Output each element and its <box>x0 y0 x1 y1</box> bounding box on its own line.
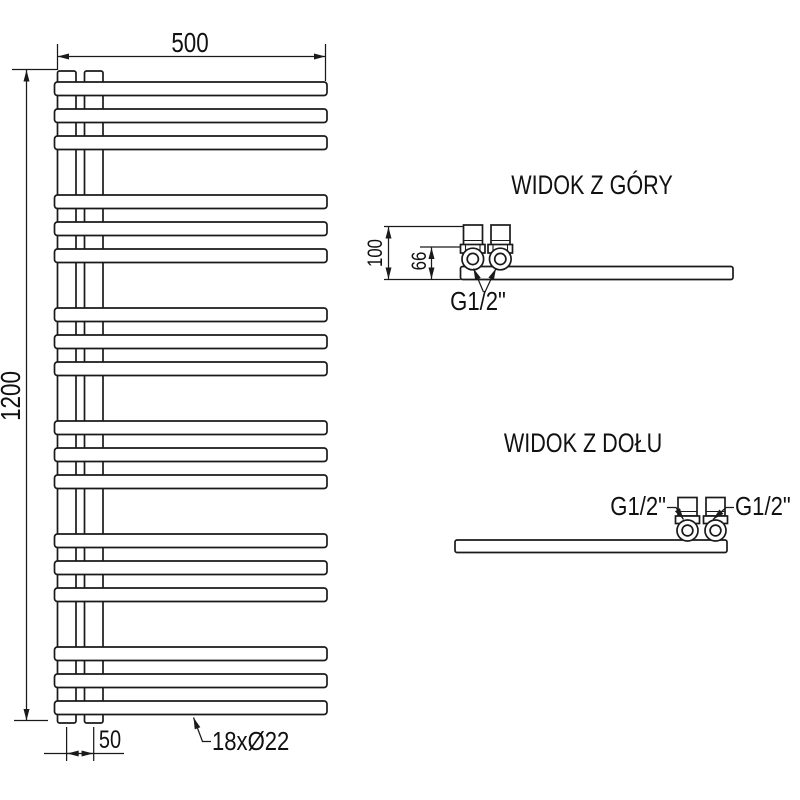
panel-top-view <box>459 265 734 281</box>
top-view-title: WIDOK Z GÓRY <box>511 171 673 201</box>
valve-connection <box>459 224 486 271</box>
thread-callout-left: G1/2" <box>610 492 685 521</box>
radiator-bar <box>53 194 328 210</box>
thread-label: G1/2" <box>450 287 506 316</box>
thread-callout: G1/2" <box>450 268 506 316</box>
bottom-view: WIDOK Z DOŁU G1/2" G1/2" <box>454 429 791 554</box>
radiator-bar <box>53 361 328 377</box>
tube-spec-callout: 18xØ22 <box>192 717 289 756</box>
collector-tube-left <box>56 70 77 724</box>
width-dimension: 500 <box>56 28 327 81</box>
valve-union-inner <box>466 252 480 266</box>
valve-pipe <box>677 496 698 517</box>
spacing-dimension-text: 50 <box>99 726 121 754</box>
leader-line <box>667 506 685 520</box>
height-dimension: 1200 <box>0 68 58 722</box>
radiator-bar <box>53 334 328 350</box>
radiator-bar <box>53 135 328 151</box>
depth-dimension-text: 100 <box>364 239 387 267</box>
radiator-bar <box>53 646 328 662</box>
radiator-bar <box>53 447 328 463</box>
valve-union-inner <box>493 252 507 266</box>
collector-tube-right <box>83 70 104 724</box>
offset-dimension: 66 <box>408 246 461 279</box>
radiator-bar <box>53 221 328 237</box>
radiator-bar <box>53 700 328 716</box>
valve-union-inner <box>681 524 694 537</box>
radiator-bar <box>53 108 328 124</box>
bottom-view-title: WIDOK Z DOŁU <box>504 429 662 459</box>
valve-pipe <box>462 224 484 246</box>
leader-line <box>192 717 211 743</box>
radiator-bar <box>53 587 328 603</box>
radiator-bars <box>53 81 328 716</box>
radiator-bar <box>53 533 328 549</box>
offset-dimension-text: 66 <box>408 252 431 271</box>
radiator-bar <box>53 673 328 689</box>
front-view: 500 1200 50 18xØ22 <box>0 28 328 761</box>
leader-line <box>484 268 497 293</box>
thread-callout-right: G1/2" <box>712 492 791 521</box>
valve-connection <box>702 496 729 542</box>
height-dimension-text: 1200 <box>0 371 27 421</box>
panel-bottom-view <box>454 539 728 554</box>
leader-line <box>472 268 485 293</box>
thread-label-right: G1/2" <box>735 492 791 521</box>
leader-line <box>712 506 734 520</box>
depth-dimension: 100 <box>364 225 463 279</box>
width-dimension-text: 500 <box>171 28 208 59</box>
radiator-bar <box>53 81 328 97</box>
valve-pipe <box>490 224 511 246</box>
tube-spec-text: 18xØ22 <box>212 727 289 756</box>
valve-connection <box>487 224 514 271</box>
valve-union-inner <box>709 524 722 537</box>
valve-pipe <box>705 496 726 517</box>
valve-connection <box>674 496 701 542</box>
top-view: WIDOK Z GÓRY 100 66 <box>364 171 734 316</box>
spacing-dimension: 50 <box>44 726 124 761</box>
radiator-bar <box>53 307 328 323</box>
thread-label-left: G1/2" <box>610 492 666 521</box>
radiator-bar <box>53 560 328 576</box>
radiator-bar <box>53 248 328 264</box>
radiator-bar <box>53 420 328 436</box>
radiator-bar <box>53 474 328 490</box>
